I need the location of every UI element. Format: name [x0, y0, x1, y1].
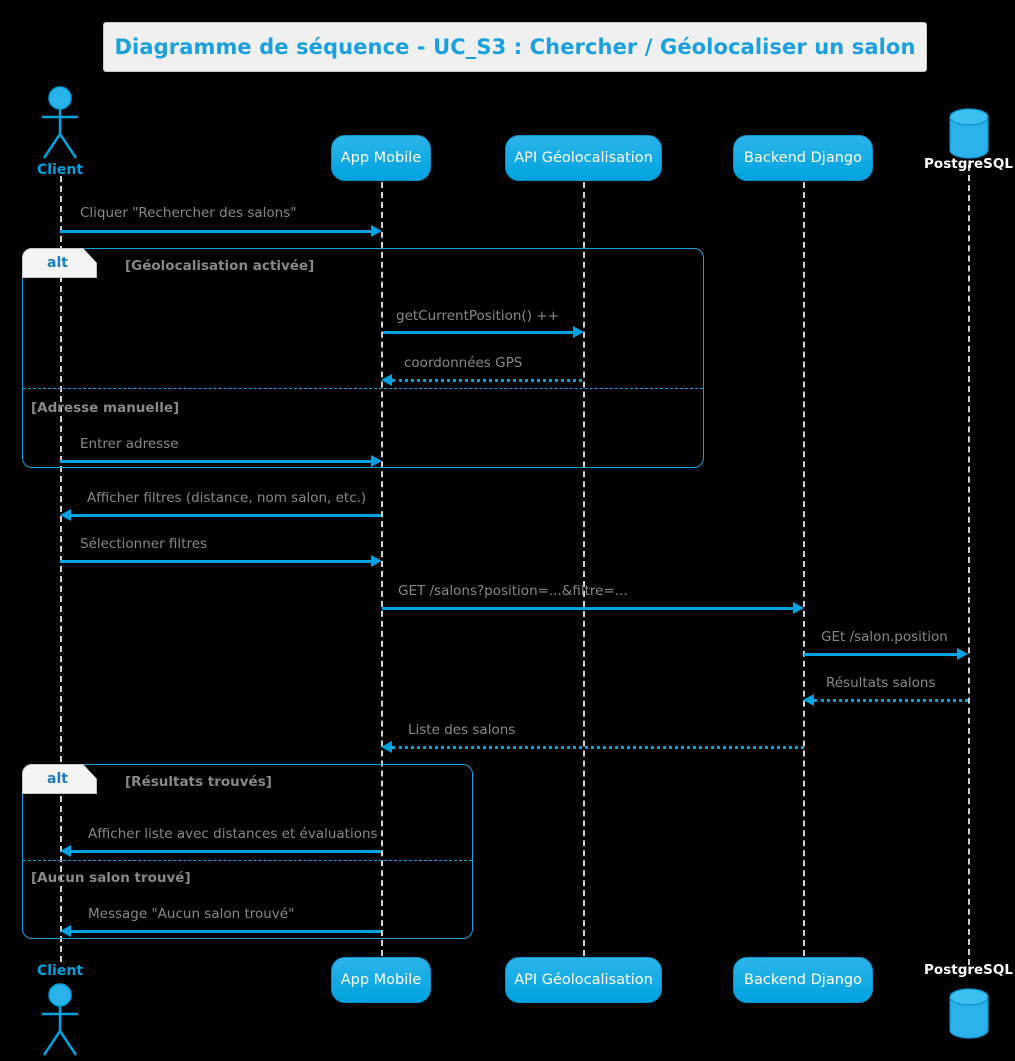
- database-icon: [949, 988, 989, 1039]
- message-line-m9: [814, 699, 968, 702]
- participant-postgresql-bottom[interactable]: PostgreSQL: [921, 962, 1015, 1052]
- actor-icon: [42, 86, 78, 159]
- participant-label-api-geoloc-top: API Géolocalisation: [514, 150, 653, 166]
- message-label-m10: Liste des salons: [408, 722, 516, 738]
- message-arrowhead-m7: [793, 602, 804, 614]
- participant-label-api-geoloc-bottom: API Géolocalisation: [514, 972, 653, 988]
- fragment-guard-alt-1-a: [Géolocalisation activée]: [125, 258, 315, 274]
- lifeline-api: [583, 182, 585, 956]
- message-line-m8: [804, 653, 958, 656]
- actor-icon: [42, 983, 78, 1056]
- message-arrowhead-m8: [957, 648, 968, 660]
- message-line-m5: [70, 514, 381, 517]
- fragment-alt-1: alt: [22, 248, 704, 468]
- message-line-m12: [70, 930, 381, 933]
- message-line-m7: [382, 607, 794, 610]
- fragment-guard-alt-2-b: [Aucun salon trouvé]: [31, 870, 191, 886]
- participant-app-mobile-bottom[interactable]: App Mobile: [331, 957, 431, 1003]
- lifeline-client: [60, 176, 62, 962]
- diagram-title: Diagramme de séquence - UC_S3 : Chercher…: [114, 35, 916, 59]
- participant-app-mobile-top[interactable]: App Mobile: [331, 135, 431, 181]
- message-line-m1: [60, 230, 372, 233]
- lifeline-backend: [803, 182, 805, 956]
- message-label-m8: GEt /salon.position: [821, 629, 948, 645]
- participant-label-postgresql-bottom: PostgreSQL: [924, 962, 1013, 978]
- message-label-m9: Résultats salons: [826, 675, 936, 691]
- message-label-m12: Message "Aucun salon trouvé": [88, 906, 295, 922]
- participant-postgresql-top[interactable]: PostgreSQL: [921, 104, 1015, 172]
- database-icon: [949, 108, 989, 159]
- message-label-m5: Afficher filtres (distance, nom salon, e…: [87, 490, 367, 506]
- message-label-m1: Cliquer "Rechercher des salons": [80, 205, 297, 221]
- participant-label-postgresql-top: PostgreSQL: [924, 156, 1013, 172]
- message-label-m11: Afficher liste avec distances et évaluat…: [88, 826, 378, 842]
- lifeline-db: [968, 165, 970, 965]
- message-label-m4: Entrer adresse: [80, 436, 179, 452]
- participant-backend-django-top[interactable]: Backend Django: [733, 135, 873, 181]
- message-line-m3: [392, 379, 582, 382]
- message-label-m3: coordonnées GPS: [404, 355, 523, 371]
- message-label-m7: GET /salons?position=...&filtre=...: [398, 583, 628, 599]
- participant-label-client-bottom: Client: [36, 963, 84, 979]
- message-line-m2: [383, 331, 574, 334]
- participant-api-geoloc-top[interactable]: API Géolocalisation: [505, 135, 662, 181]
- participant-label-client-top: Client: [36, 162, 84, 178]
- message-line-m4: [60, 460, 372, 463]
- message-arrowhead-m6: [371, 555, 382, 567]
- participant-label-app-mobile-bottom: App Mobile: [340, 972, 422, 988]
- message-arrowhead-m11: [60, 845, 71, 857]
- fragment-guard-alt-1-b: [Adresse manuelle]: [31, 400, 180, 416]
- participant-client-top[interactable]: Client: [27, 86, 93, 178]
- message-arrowhead-m1: [371, 225, 382, 237]
- message-label-m6: Sélectionner filtres: [80, 536, 208, 552]
- message-arrowhead-m9: [803, 694, 814, 706]
- fragment-operator-alt-2: alt: [22, 764, 97, 794]
- message-arrowhead-m12: [60, 925, 71, 937]
- participant-api-geoloc-bottom[interactable]: API Géolocalisation: [505, 957, 662, 1003]
- message-line-m11: [70, 850, 381, 853]
- participant-label-backend-django-bottom: Backend Django: [744, 972, 862, 988]
- message-arrowhead-m5: [60, 509, 71, 521]
- message-arrowhead-m2: [573, 326, 584, 338]
- message-line-m6: [60, 560, 372, 563]
- participant-backend-django-bottom[interactable]: Backend Django: [733, 957, 873, 1003]
- fragment-divider-alt-1: [23, 388, 703, 389]
- participant-client-bottom[interactable]: Client: [27, 963, 93, 1059]
- fragment-divider-alt-2: [23, 860, 472, 861]
- message-line-m10: [392, 746, 804, 749]
- message-arrowhead-m4: [371, 455, 382, 467]
- lifeline-app: [381, 182, 383, 956]
- fragment-alt-2: alt: [22, 764, 473, 939]
- diagram-title-bar: Diagramme de séquence - UC_S3 : Chercher…: [103, 22, 927, 72]
- message-arrowhead-m3: [381, 374, 392, 386]
- participant-label-backend-django-top: Backend Django: [744, 150, 862, 166]
- message-arrowhead-m10: [381, 741, 392, 753]
- participant-label-app-mobile-top: App Mobile: [340, 150, 422, 166]
- fragment-operator-alt-1: alt: [22, 248, 97, 278]
- fragment-guard-alt-2-a: [Résultats trouvés]: [125, 774, 272, 790]
- message-label-m2: getCurrentPosition() ++: [396, 308, 559, 324]
